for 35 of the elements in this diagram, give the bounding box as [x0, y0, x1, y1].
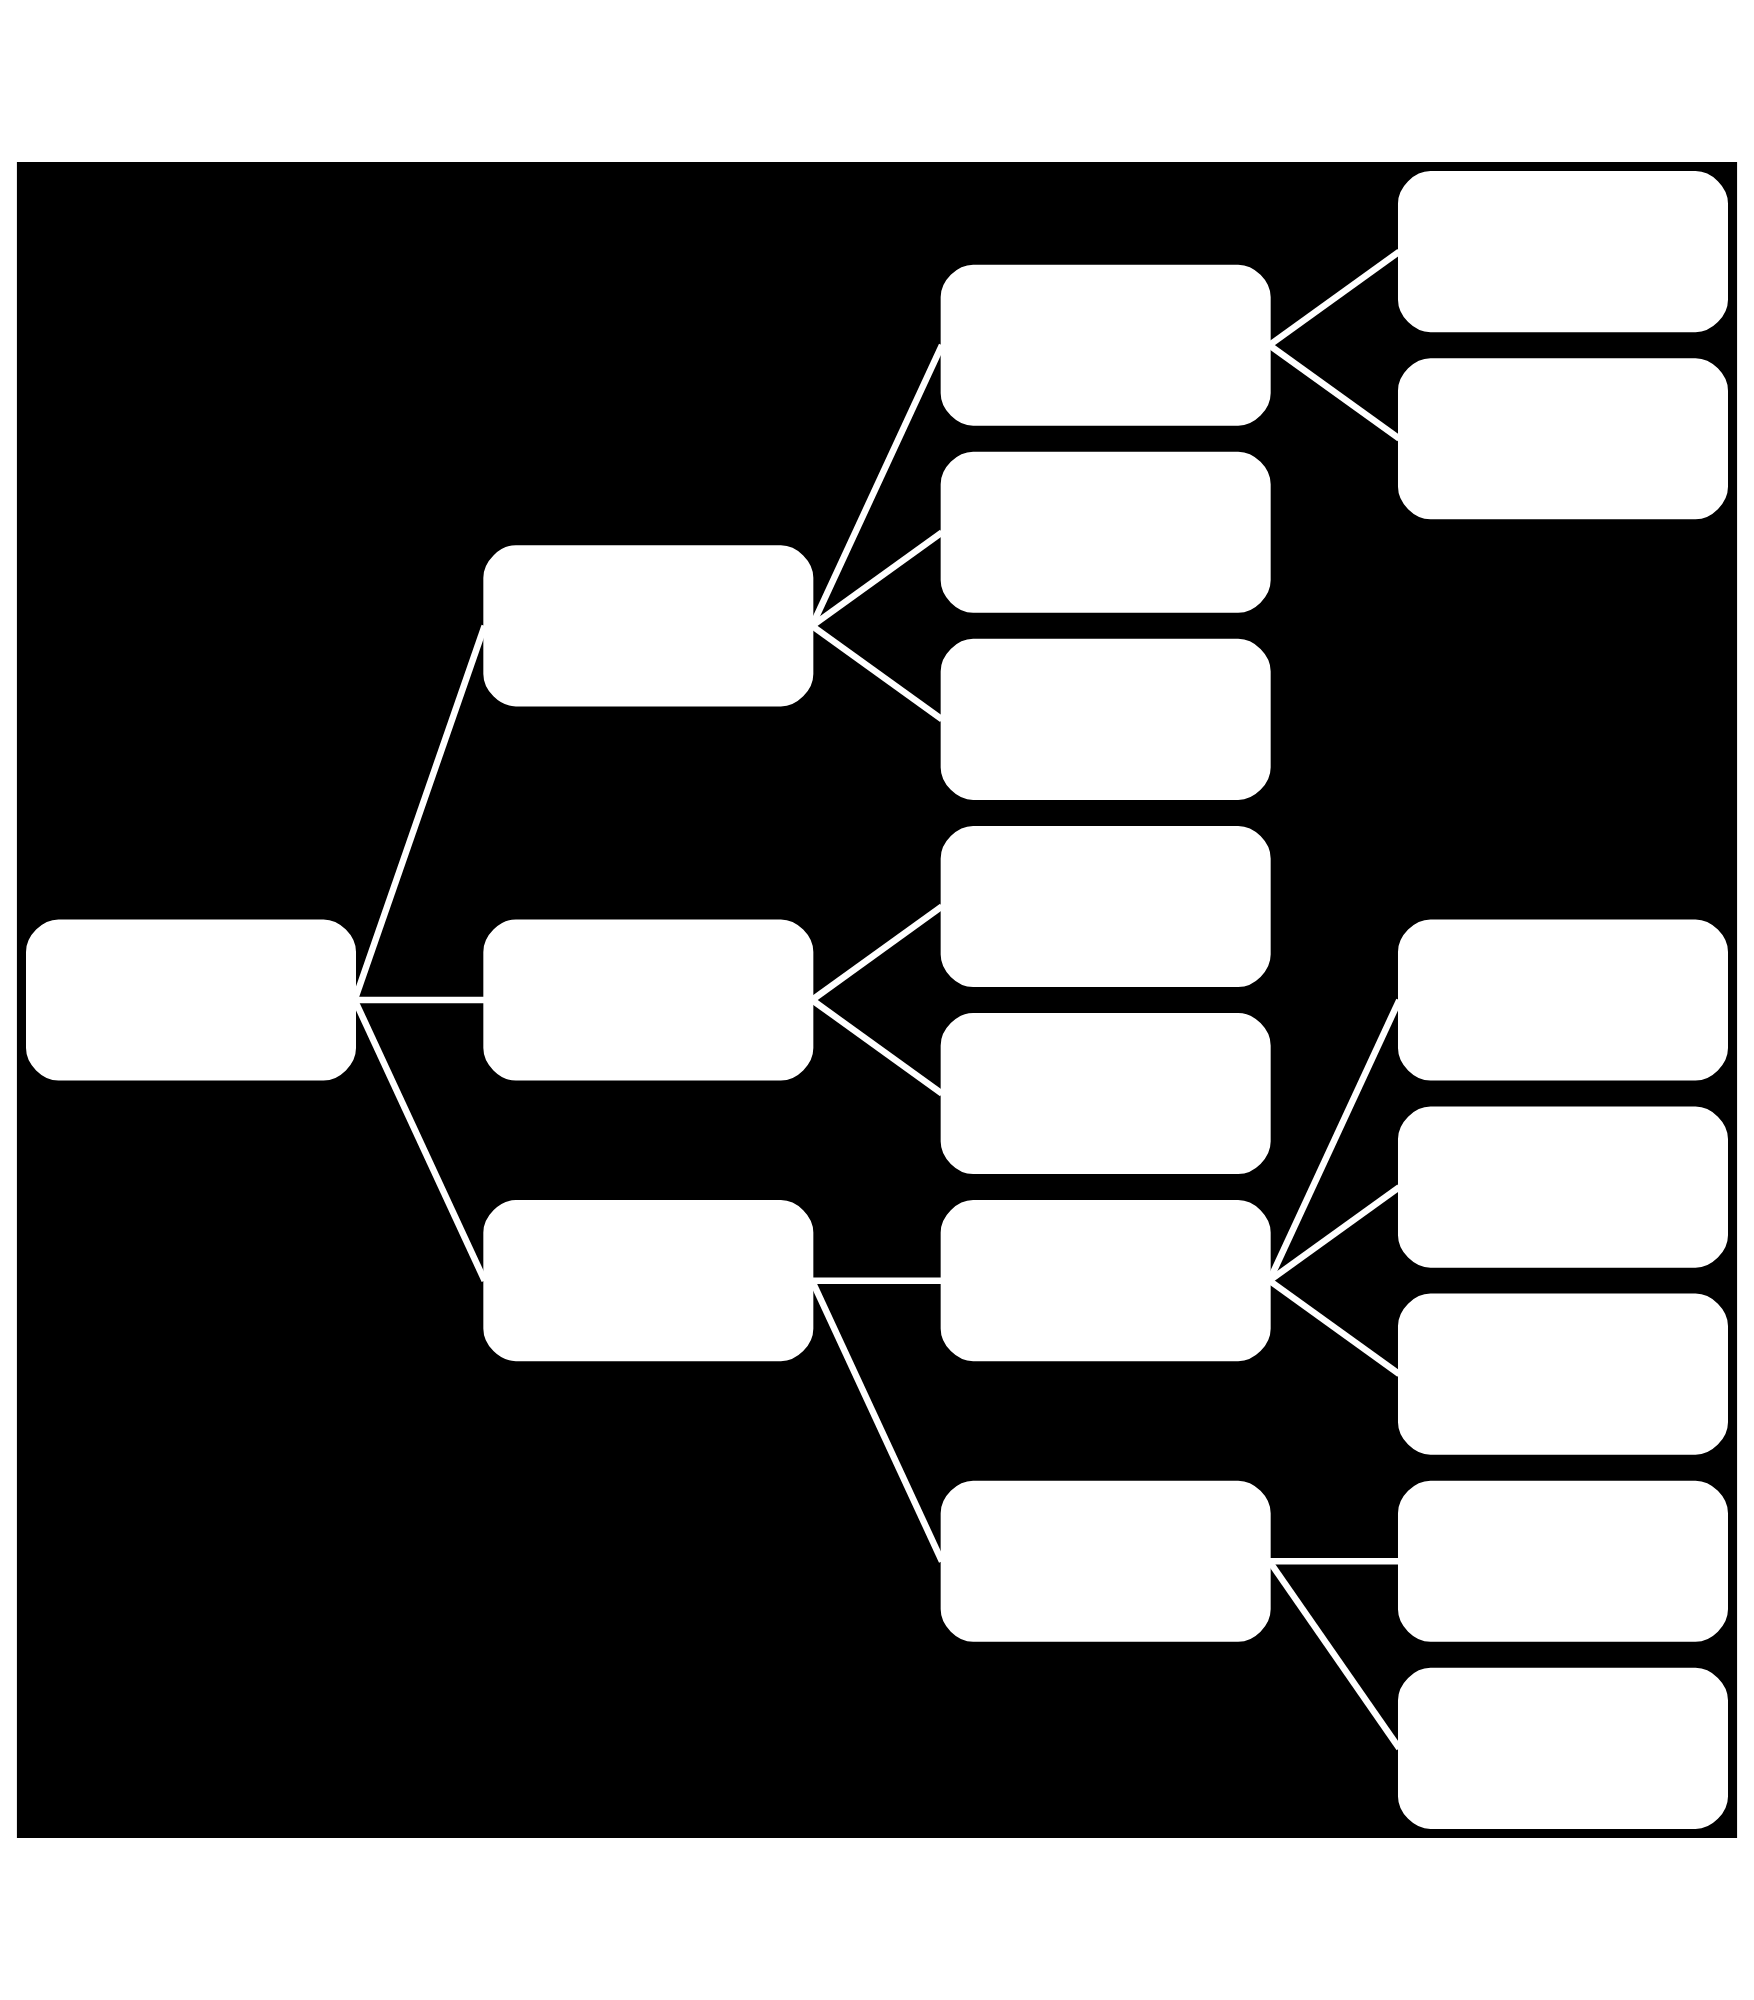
connector: [351, 624, 488, 1002]
node-box: [1398, 1293, 1728, 1455]
connector: [809, 343, 945, 628]
node-box: [940, 638, 1271, 800]
connector: [1267, 1278, 1402, 1377]
node-box: [1398, 919, 1728, 1081]
node-box: [1398, 171, 1728, 333]
node-box: [1398, 1480, 1728, 1642]
node-box: [940, 825, 1271, 987]
connector: [1269, 1558, 1400, 1565]
node-box: [483, 919, 814, 1081]
node-box: [483, 545, 814, 707]
connector: [810, 623, 944, 722]
node-box: [1398, 1667, 1728, 1829]
node-box: [940, 1480, 1271, 1642]
node-box: [26, 919, 356, 1081]
connector: [810, 903, 944, 1003]
connector: [1266, 998, 1403, 1282]
connector: [1267, 249, 1402, 348]
node-box: [1398, 358, 1728, 520]
connector: [1267, 1184, 1402, 1284]
connector: [1266, 1559, 1402, 1751]
connector: [354, 996, 485, 1004]
connector: [809, 1279, 945, 1563]
node-box: [940, 1013, 1271, 1175]
connector: [810, 997, 944, 1097]
connector: [812, 1277, 942, 1284]
node-box: [940, 264, 1271, 426]
node-box: [1398, 1106, 1728, 1268]
node-box: [940, 451, 1271, 613]
connector: [810, 529, 944, 629]
node-box: [940, 1200, 1271, 1362]
connector: [1267, 342, 1402, 442]
connector: [351, 998, 488, 1282]
node-box: [483, 1200, 814, 1362]
